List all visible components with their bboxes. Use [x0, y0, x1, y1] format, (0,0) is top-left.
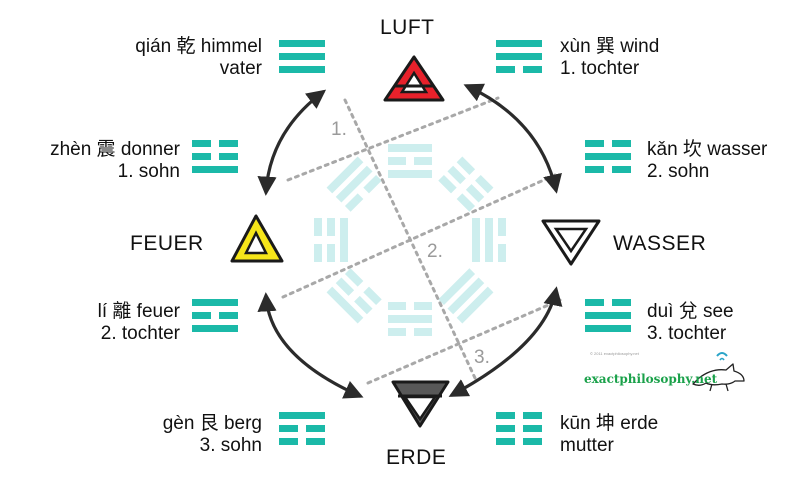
element-label-fire: FEUER	[130, 232, 204, 255]
trigram-name-zhen: zhèn 震 donner	[50, 139, 180, 160]
trigram-symbol-kan	[585, 140, 631, 173]
bagua-trigram-xun	[326, 156, 382, 212]
trigram-name-qian: qián 乾 himmel	[135, 36, 262, 57]
bagua-background	[314, 144, 506, 336]
trigram-label-dui: duì 兌 see 3. tochter	[647, 301, 734, 345]
trigram-meaning-kun: mutter	[560, 435, 614, 456]
bagua-trigram-kun	[438, 156, 494, 212]
trigram-meaning-qian: vater	[219, 58, 262, 79]
element-label-earth: ERDE	[386, 446, 447, 469]
fire-triangle-icon	[230, 214, 284, 263]
trigram-name-xun: xùn 巽 wind	[560, 36, 660, 57]
trigram-name-gen: gèn 艮 berg	[162, 413, 262, 434]
trigram-symbol-qian	[279, 40, 325, 73]
bagua-trigram-gen	[326, 268, 382, 324]
element-label-water: WASSER	[613, 232, 707, 255]
cycle-arrows	[257, 83, 563, 399]
air-triangle-icon	[383, 55, 445, 102]
trigram-symbol-xun	[496, 40, 542, 73]
trigram-label-kun: kūn 坤 erde mutter	[560, 413, 658, 457]
arrow-feuer-erde	[257, 292, 364, 399]
arrow-luft-feuer	[257, 89, 327, 196]
fox-logo-icon	[692, 352, 745, 392]
path-number-2: 2.	[427, 241, 443, 262]
trigram-name-dui: duì 兌 see	[647, 301, 734, 322]
trigram-meaning-xun: 1. tochter	[560, 58, 640, 79]
arrow-luft-wasser	[463, 83, 562, 194]
path-zhen-xun	[286, 96, 500, 182]
trigram-meaning-kan: 2. sohn	[647, 161, 710, 182]
brand-link[interactable]: exactphilosophy.net	[584, 372, 718, 386]
bagua-trigram-kan	[388, 302, 432, 336]
trigram-label-kan: kǎn 坎 wasser 2. sohn	[647, 139, 767, 183]
bagua-trigram-qian	[438, 268, 494, 324]
trigram-meaning-gen: 3. sohn	[199, 435, 262, 456]
connection-lines	[281, 96, 562, 385]
trigram-name-kan: kǎn 坎 wasser	[647, 139, 768, 160]
path-number-3: 3.	[474, 347, 490, 368]
trigram-meaning-li: 2. tochter	[100, 323, 180, 344]
trigram-label-xun: xùn 巽 wind 1. tochter	[560, 36, 659, 80]
bagua-trigram-zhen	[314, 218, 348, 262]
trigram-label-qian: qián 乾 himmel vater	[135, 36, 262, 80]
trigram-label-li: lí 離 feuer 2. tochter	[98, 301, 180, 345]
water-triangle-icon	[541, 219, 601, 266]
trigram-meaning-zhen: 1. sohn	[117, 161, 180, 182]
arrow-wasser-erde	[448, 286, 563, 397]
path-li-kan	[281, 173, 557, 299]
trigram-symbols	[192, 40, 631, 445]
trigram-symbol-kun	[496, 412, 542, 445]
trigram-label-zhen: zhèn 震 donner 1. sohn	[50, 139, 180, 183]
earth-triangle-icon	[391, 380, 450, 428]
trigram-symbol-dui	[585, 299, 631, 332]
trigram-meaning-dui: 3. tochter	[647, 323, 727, 344]
trigram-name-kun: kūn 坤 erde	[560, 413, 659, 434]
bagua-trigram-li	[388, 144, 432, 178]
path-number-1: 1.	[331, 119, 347, 140]
trigram-name-li: lí 離 feuer	[97, 301, 180, 322]
trigram-symbol-zhen	[192, 140, 238, 173]
copyright-note: © 2011 exactphilosophy.net	[590, 351, 639, 356]
bagua-trigram-dui	[472, 218, 506, 262]
trigram-symbol-li	[192, 299, 238, 332]
element-label-air: LUFT	[380, 16, 435, 39]
trigram-label-gen: gèn 艮 berg 3. sohn	[163, 413, 262, 457]
trigram-symbol-gen	[279, 412, 325, 445]
